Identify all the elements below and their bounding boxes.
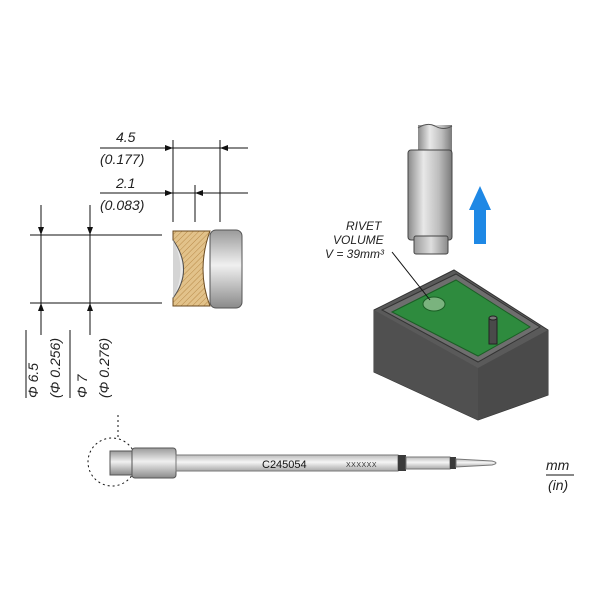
dim-length-total-mm: 4.5 xyxy=(116,129,136,145)
dim-length-inner-mm: 2.1 xyxy=(115,175,135,191)
dim-diameter-inner-in: (Φ 0.256) xyxy=(47,338,63,398)
dim-length-total: 4.5 (0.177) xyxy=(100,129,248,222)
rivet-pin xyxy=(407,123,453,255)
svg-text:(Φ 0.256): (Φ 0.256) xyxy=(47,338,63,398)
unit-secondary: (in) xyxy=(548,477,568,493)
tip-side-view: C245054 XXXXXX xyxy=(87,415,497,487)
part-code: XXXXXX xyxy=(346,462,377,469)
dim-length-inner: 2.1 (0.083) xyxy=(100,175,248,222)
svg-text:Φ 6.5: Φ 6.5 xyxy=(25,363,41,398)
svg-text:(Φ 0.276): (Φ 0.276) xyxy=(96,338,112,398)
dim-length-inner-in: (0.083) xyxy=(100,197,144,213)
dim-diameter-inner-mm: Φ 6.5 xyxy=(25,363,41,398)
up-arrow-icon xyxy=(469,186,491,244)
dim-diameters xyxy=(30,205,162,335)
dim-diameter-outer-in: (Φ 0.276) xyxy=(96,338,112,398)
tip-cross-section xyxy=(172,229,243,309)
rivet-volume-callout: RIVET VOLUME V = 39mm³ xyxy=(325,219,431,301)
callout-line3: V = 39mm³ xyxy=(325,247,385,261)
svg-text:Φ 7: Φ 7 xyxy=(74,373,90,398)
units-legend: mm (in) xyxy=(546,457,574,493)
pcb-block xyxy=(373,269,549,421)
unit-primary: mm xyxy=(546,457,570,473)
dim-length-total-in: (0.177) xyxy=(100,151,144,167)
part-number: C245054 xyxy=(262,459,307,471)
callout-line1: RIVET xyxy=(346,219,383,233)
callout-line2: VOLUME xyxy=(333,233,385,247)
dim-diameter-outer-mm: Φ 7 xyxy=(74,373,90,398)
